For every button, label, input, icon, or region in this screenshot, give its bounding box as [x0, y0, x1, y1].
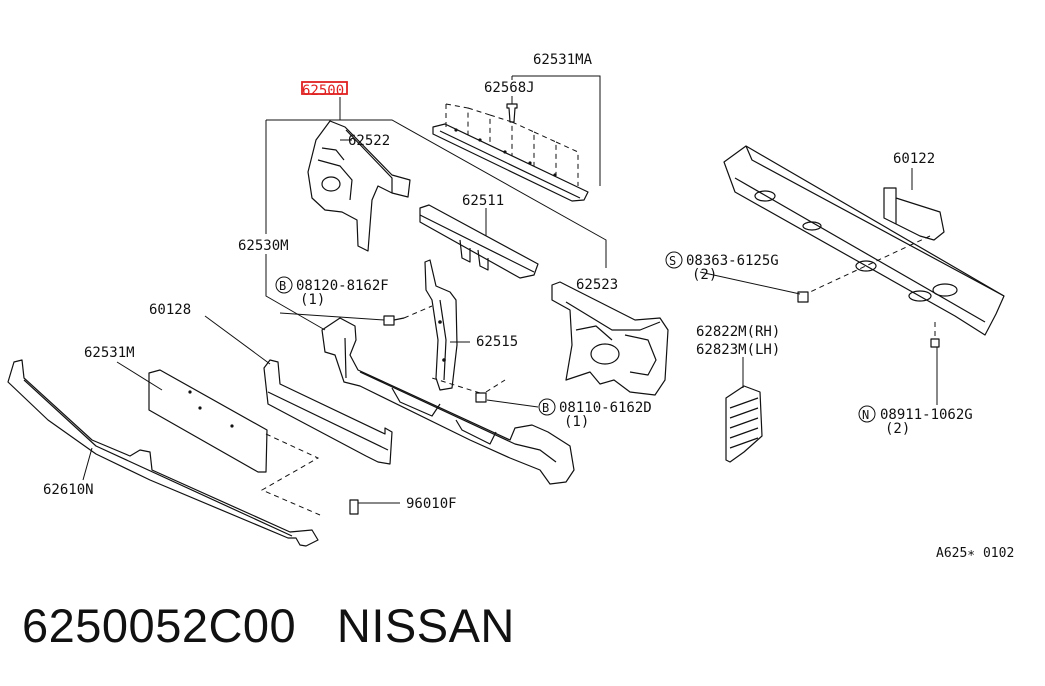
label-62568J: 62568J	[484, 80, 535, 96]
part-62522-shape	[307, 120, 411, 252]
part-62515-shape	[424, 259, 458, 391]
label-62610N: 62610N	[43, 482, 94, 498]
highlight-box-62500	[301, 81, 348, 95]
label-96010F: 96010F	[406, 496, 457, 512]
prefix-b1: B	[279, 279, 286, 293]
part-bolt-08120-shape	[383, 305, 433, 326]
label-62523: 62523	[576, 277, 618, 293]
circle-prefix-b1	[275, 276, 293, 294]
circle-prefix-b2	[538, 398, 556, 416]
prefix-s: S	[669, 254, 676, 268]
part-62568J-shape	[506, 103, 518, 123]
label-62823M-LH: 62823M(LH)	[696, 342, 780, 358]
part-bolt-08110-shape	[431, 377, 506, 403]
label-62500-highlighted[interactable]: 62500	[302, 83, 344, 99]
label-62531MA: 62531MA	[533, 52, 593, 68]
label-08911-qty: (2)	[885, 421, 910, 437]
footer-part-number: 6250052C00	[22, 599, 297, 652]
label-62511: 62511	[462, 193, 504, 209]
part-62523-shape	[551, 281, 669, 396]
label-08363-qty: (2)	[692, 267, 717, 283]
part-bolt-08363-shape	[797, 291, 809, 303]
label-62515: 62515	[476, 334, 518, 350]
part-60122-bracket-shape	[809, 187, 945, 293]
label-08120-qty: (1)	[300, 292, 325, 308]
circle-prefix-s	[665, 251, 683, 269]
part-60122-reinforcement-shape	[723, 145, 1005, 336]
part-62531MA-shape	[432, 103, 589, 202]
part-62530M-shape	[321, 317, 575, 485]
label-62522: 62522	[348, 133, 390, 149]
label-08363-6125G: 08363-6125G	[686, 253, 779, 269]
label-62531M: 62531M	[84, 345, 135, 361]
label-60122: 60122	[893, 151, 935, 167]
part-62610N-shape	[7, 359, 319, 547]
label-60128: 60128	[149, 302, 191, 318]
label-62822M-RH: 62822M(RH)	[696, 324, 780, 340]
label-08120-8162F: 08120-8162F	[296, 278, 389, 294]
part-nut-08911-shape	[930, 322, 940, 348]
label-08911-1062G: 08911-1062G	[880, 407, 973, 423]
part-62511-shape	[419, 204, 539, 279]
part-60128-shape	[263, 359, 393, 465]
footer-brand: NISSAN	[336, 599, 515, 652]
part-62822M-shape	[725, 385, 763, 463]
diagram-code: A625∗ 0102	[936, 546, 1014, 561]
label-08110-qty: (1)	[564, 414, 589, 430]
label-08110-6162D: 08110-6162D	[559, 400, 652, 416]
part-62531M-shape	[148, 369, 321, 516]
footer-caption: 6250052C00 NISSAN	[22, 598, 515, 653]
prefix-n: N	[862, 408, 869, 422]
label-62530M: 62530M	[238, 238, 289, 254]
leader-lines	[82, 75, 938, 504]
prefix-b2: B	[542, 401, 549, 415]
part-96010F-shape	[349, 499, 359, 515]
circle-prefix-n	[858, 405, 876, 423]
